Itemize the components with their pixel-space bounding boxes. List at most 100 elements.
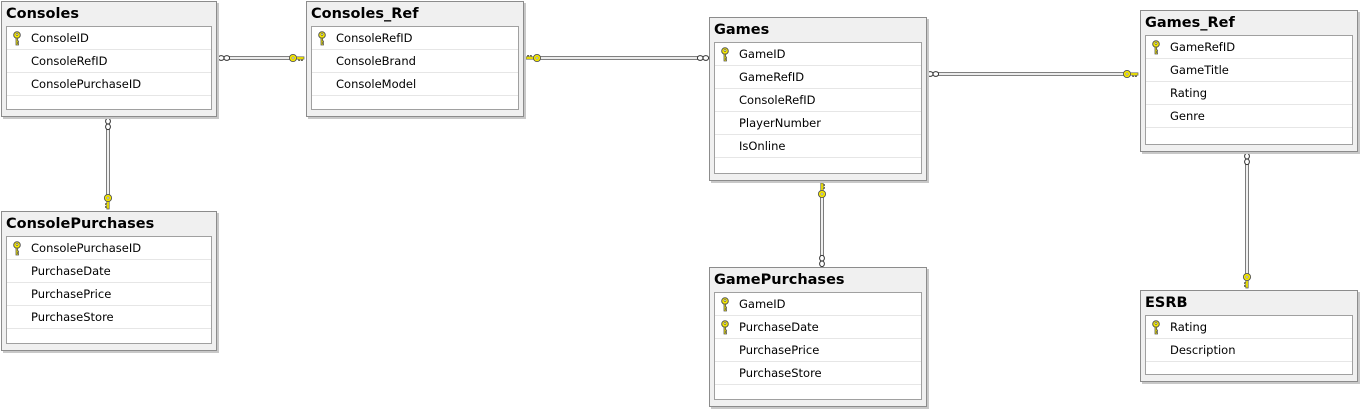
- empty-new-column-row[interactable]: [312, 96, 518, 119]
- column-name: PurchaseDate: [31, 264, 111, 278]
- column-name: PurchasePrice: [739, 343, 820, 357]
- column-name: ConsoleRefID: [31, 54, 108, 68]
- one-end-key-marker: [103, 193, 113, 210]
- column-name: ConsoleID: [31, 31, 89, 45]
- table-title: Consoles_Ref: [311, 6, 419, 22]
- column-name: Rating: [1170, 320, 1208, 334]
- table-games[interactable]: Games GameID GameRefID ConsoleRefID PlayerN…: [709, 17, 927, 181]
- column-row[interactable]: PurchasePrice: [7, 283, 211, 306]
- many-end-marker: [696, 55, 710, 61]
- relationship-games-games-ref[interactable]: [926, 69, 1139, 79]
- column-name: GameRefID: [1170, 40, 1236, 54]
- many-end-marker: [1244, 152, 1250, 166]
- empty-new-column-row[interactable]: [7, 96, 211, 119]
- table-title: Games: [714, 22, 770, 38]
- column-name: ConsoleModel: [336, 77, 417, 91]
- empty-new-column-row[interactable]: [715, 158, 921, 181]
- relationship-game-purchases-games[interactable]: [817, 182, 827, 268]
- one-end-key-marker: [1242, 272, 1252, 289]
- empty-new-column-row[interactable]: [7, 329, 211, 352]
- column-name: GameRefID: [739, 70, 805, 84]
- many-end-marker: [105, 117, 111, 131]
- table-title: Consoles: [6, 6, 79, 22]
- column-row[interactable]: GameTitle: [1146, 59, 1352, 82]
- primary-key-icon: [720, 320, 730, 335]
- one-end-key-marker: [817, 182, 827, 199]
- column-row[interactable]: Rating: [1146, 82, 1352, 105]
- column-row[interactable]: PurchaseStore: [715, 362, 921, 385]
- column-name: ConsoleRefID: [739, 93, 816, 107]
- column-row[interactable]: ConsoleID: [7, 27, 211, 50]
- column-row[interactable]: PurchasePrice: [715, 339, 921, 362]
- column-row[interactable]: PurchaseDate: [7, 260, 211, 283]
- column-name: PurchaseStore: [739, 366, 822, 380]
- column-row[interactable]: PurchaseDate: [715, 316, 921, 339]
- column-row[interactable]: ConsolePurchaseID: [7, 73, 211, 96]
- primary-key-icon: [12, 31, 22, 46]
- relationship-consoles-consoles-ref[interactable]: [217, 53, 305, 63]
- relationship-consoles-console-purchases[interactable]: [103, 117, 113, 210]
- column-row[interactable]: GameID: [715, 43, 921, 66]
- primary-key-icon: [1151, 320, 1161, 335]
- table-console-purchases[interactable]: ConsolePurchases ConsolePurchaseID Purcha…: [1, 211, 217, 351]
- empty-new-column-row[interactable]: [715, 385, 921, 408]
- table-title: Games_Ref: [1145, 15, 1235, 31]
- table-title: ESRB: [1145, 295, 1188, 311]
- many-end-marker: [926, 71, 940, 77]
- column-row[interactable]: Genre: [1146, 105, 1352, 128]
- empty-new-column-row[interactable]: [1146, 128, 1352, 151]
- relationship-games-ref-esrb[interactable]: [1242, 152, 1252, 289]
- primary-key-icon: [720, 297, 730, 312]
- column-name: PurchasePrice: [31, 287, 112, 301]
- many-end-marker: [819, 254, 825, 268]
- column-row[interactable]: Description: [1146, 339, 1352, 362]
- column-row[interactable]: IsOnline: [715, 135, 921, 158]
- column-name: PurchaseStore: [31, 310, 114, 324]
- column-name: Genre: [1170, 109, 1205, 123]
- column-row[interactable]: GameRefID: [715, 66, 921, 89]
- column-name: GameID: [739, 47, 786, 61]
- column-name: PlayerNumber: [739, 116, 821, 130]
- column-name: ConsoleBrand: [336, 54, 416, 68]
- column-row[interactable]: PlayerNumber: [715, 112, 921, 135]
- relationship-games-consoles-ref[interactable]: [525, 53, 710, 63]
- column-name: GameTitle: [1170, 63, 1229, 77]
- table-consoles[interactable]: Consoles ConsoleID ConsoleRefID ConsolePur…: [1, 1, 217, 117]
- many-end-marker: [217, 55, 231, 61]
- column-row[interactable]: GameID: [715, 293, 921, 316]
- column-row[interactable]: ConsoleModel: [312, 73, 518, 96]
- column-name: ConsolePurchaseID: [31, 241, 142, 255]
- column-name: IsOnline: [739, 139, 786, 153]
- empty-new-column-row[interactable]: [1146, 362, 1352, 385]
- one-end-key-marker: [288, 53, 305, 63]
- primary-key-icon: [1151, 40, 1161, 55]
- column-row[interactable]: Rating: [1146, 316, 1352, 339]
- column-row[interactable]: ConsoleRefID: [715, 89, 921, 112]
- primary-key-icon: [12, 241, 22, 256]
- column-row[interactable]: GameRefID: [1146, 36, 1352, 59]
- column-list: ConsoleID ConsoleRefID ConsolePurchaseID: [6, 26, 212, 110]
- column-row[interactable]: ConsoleRefID: [7, 50, 211, 73]
- table-title: ConsolePurchases: [6, 216, 155, 232]
- one-end-key-marker: [1122, 69, 1139, 79]
- primary-key-icon: [317, 31, 327, 46]
- column-row[interactable]: ConsoleRefID: [312, 27, 518, 50]
- column-name: Description: [1170, 343, 1236, 357]
- column-row[interactable]: PurchaseStore: [7, 306, 211, 329]
- column-name: ConsolePurchaseID: [31, 77, 142, 91]
- column-row[interactable]: ConsoleBrand: [312, 50, 518, 73]
- column-name: GameID: [739, 297, 786, 311]
- column-row[interactable]: ConsolePurchaseID: [7, 237, 211, 260]
